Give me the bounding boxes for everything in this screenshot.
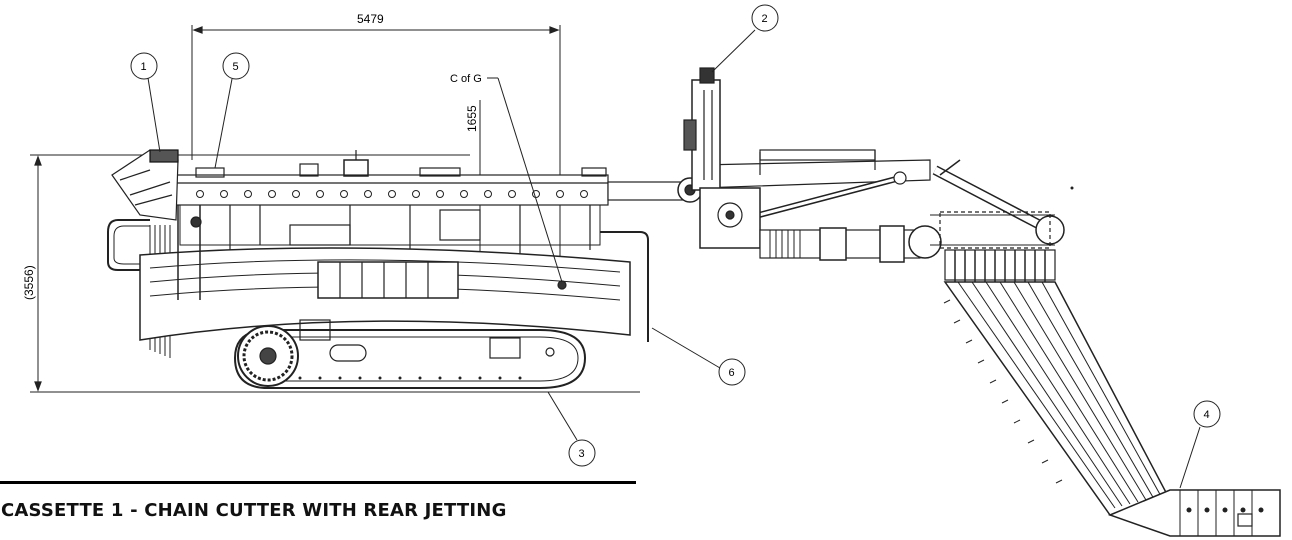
track-unit bbox=[233, 319, 587, 389]
cog-marker: C of G bbox=[450, 73, 563, 283]
dimension-height: (3556) bbox=[22, 154, 640, 393]
caption-rule bbox=[0, 481, 636, 484]
callout-1-label: 1 bbox=[141, 61, 147, 73]
chain-cutter bbox=[943, 249, 1281, 537]
cog-label: C of G bbox=[450, 73, 482, 85]
callout-5-label: 5 bbox=[233, 61, 239, 73]
front-pipe bbox=[600, 231, 649, 342]
dimension-length: 5479 bbox=[191, 12, 561, 270]
cog-height-label: 1655 bbox=[465, 105, 479, 132]
length-dimension-label: 5479 bbox=[357, 12, 384, 26]
boom-arm bbox=[607, 67, 1065, 263]
callout-3: 3 bbox=[547, 391, 596, 467]
callout-4-label: 4 bbox=[1204, 409, 1210, 421]
callout-5: 5 bbox=[214, 52, 250, 169]
callout-6-label: 6 bbox=[729, 367, 735, 379]
callout-2-label: 2 bbox=[762, 13, 768, 25]
callout-3-label: 3 bbox=[579, 448, 585, 460]
main-frame bbox=[107, 149, 631, 358]
callout-2: 2 bbox=[711, 4, 779, 73]
callout-4: 4 bbox=[1179, 400, 1221, 489]
callout-6: 6 bbox=[651, 327, 746, 386]
callout-1: 1 bbox=[130, 52, 161, 153]
diagram-caption: CASSETTE 1 - CHAIN CUTTER WITH REAR JETT… bbox=[1, 500, 507, 521]
height-dimension-label: (3556) bbox=[22, 265, 36, 300]
